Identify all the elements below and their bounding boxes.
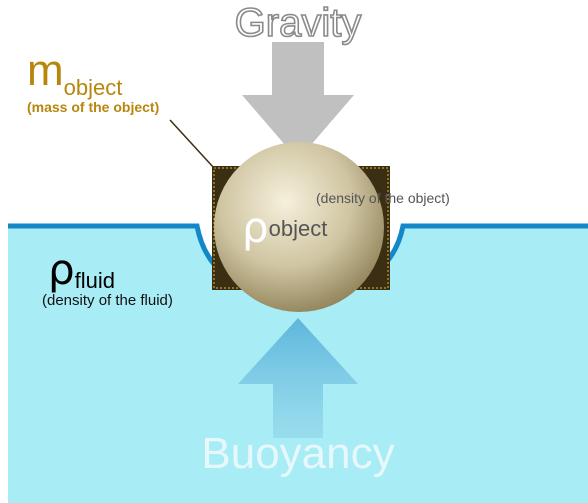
- object-density-rho: ρ: [242, 203, 269, 252]
- gravity-arrow-icon: [242, 42, 354, 160]
- fluid-density-caption: (density of the fluid): [42, 292, 173, 309]
- fluid-density-rho: ρ: [48, 245, 75, 294]
- mass-symbol-subscript: object: [64, 75, 123, 100]
- mass-leader-line: [169, 119, 215, 169]
- object-density-symbol: ρobject: [242, 203, 327, 252]
- mass-symbol: mobject: [27, 46, 122, 100]
- gravity-label: Gravity: [235, 1, 362, 45]
- object-density-subscript: object: [269, 216, 328, 241]
- fluid-density-symbol: ρfluid: [48, 245, 115, 294]
- object-density-caption: (density of the object): [316, 190, 450, 206]
- buoyancy-arrow-icon: [238, 318, 358, 438]
- object-sphere-icon: [214, 142, 384, 312]
- mass-caption: (mass of the object): [27, 99, 159, 115]
- mass-symbol-letter: m: [27, 46, 64, 95]
- buoyancy-label: Buoyancy: [201, 429, 394, 478]
- fluid-density-subscript: fluid: [75, 268, 115, 293]
